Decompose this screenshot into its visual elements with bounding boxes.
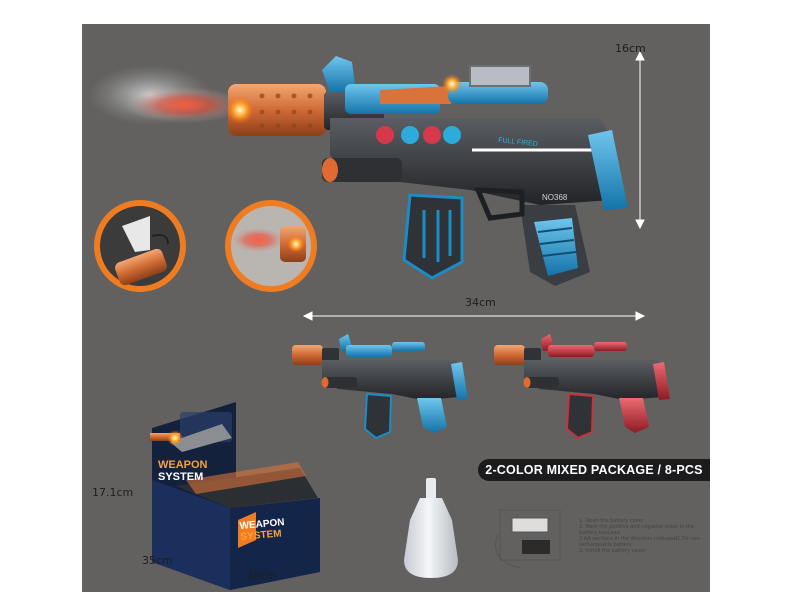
detail-circle-filling xyxy=(94,200,186,292)
instruction-step: 2. Mark the positive and negative poles … xyxy=(579,524,694,536)
battery-instructions: 1. Open the battery cover 2. Mark the po… xyxy=(579,518,709,554)
muzzle-light xyxy=(226,96,254,124)
gun-model-text: NO368 xyxy=(542,193,568,202)
gun-receiver xyxy=(330,118,612,205)
detail-circle-smoke xyxy=(225,200,317,292)
rear-stock-accent xyxy=(588,130,628,210)
instruction-step: 1. Open the battery cover xyxy=(579,518,644,524)
front-sight xyxy=(322,56,356,92)
toy-gun-blue-variant xyxy=(292,334,468,440)
display-box xyxy=(150,402,320,590)
dimension-length: 34cm xyxy=(465,296,496,309)
battery-diagram xyxy=(495,509,561,569)
instruction-step: 3. Install the battery cover xyxy=(579,548,646,554)
magazine xyxy=(402,193,464,280)
gun-side-text: FULL FIRED xyxy=(498,137,538,148)
box-top-title: WEAPON SYSTEM xyxy=(239,517,286,543)
smoke-oil-bottle xyxy=(404,478,458,578)
red-smoke-jet xyxy=(125,87,245,123)
box-front-title-line1: WEAPON xyxy=(158,459,208,471)
box-front-title: WEAPON SYSTEM xyxy=(158,459,208,483)
package-banner: 2-COLOR MIXED PACKAGE / 8-PCS xyxy=(478,459,710,481)
instruction-step: 3 AA sections in the direction indicated… xyxy=(579,536,702,548)
dimension-box-width: 36cm xyxy=(246,569,277,582)
toy-gun-red-variant xyxy=(494,334,670,440)
dimension-box-depth: 35cm xyxy=(142,554,173,567)
main-toy-gun: FULL FIRED NO368 xyxy=(88,56,628,286)
box-front-title-line2: SYSTEM xyxy=(158,471,204,483)
dimension-box-height: 17.1cm xyxy=(92,486,134,499)
dimension-arrows xyxy=(302,50,646,321)
dimension-height: 16cm xyxy=(615,42,646,55)
scope xyxy=(448,82,548,104)
